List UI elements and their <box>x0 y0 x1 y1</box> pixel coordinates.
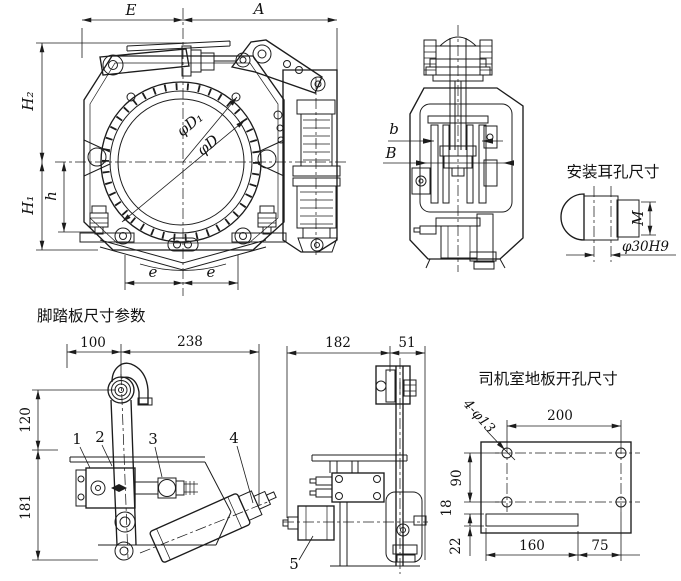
dim-label-22: 22 <box>448 537 464 554</box>
dim-label-H1: H₁ <box>19 195 37 215</box>
floor-plate-title: 司机室地板开孔尺寸 <box>478 370 618 388</box>
part-label-1: 1 <box>72 430 82 448</box>
pedal-side-view: 182 51 5 <box>282 335 428 574</box>
dim-label-b: b <box>389 120 399 138</box>
dim-label-75: 75 <box>591 538 608 554</box>
dim-label-18: 18 <box>439 499 455 516</box>
dim-label-181: 181 <box>18 494 34 520</box>
dim-label-e-left: e <box>149 263 158 281</box>
dim-label-B: B <box>384 144 396 162</box>
ear-detail-title: 安装耳孔尺寸 <box>566 163 659 181</box>
dim-label-51: 51 <box>398 335 415 351</box>
floor-opening-view: 司机室地板开孔尺寸 4-φ13 200 90 18 22 160 75 <box>439 370 640 561</box>
dim-label-A: A <box>252 0 265 18</box>
dim-label-100: 100 <box>80 335 106 351</box>
dim-label-90: 90 <box>449 469 465 486</box>
part-label-3: 3 <box>148 430 158 448</box>
dim-label-160: 160 <box>519 538 545 554</box>
brake-front-view: E A H₂ H₁ h e e φD₁ φD <box>19 0 348 296</box>
dim-label-phiD1: φD₁ <box>173 108 206 140</box>
dim-label-phi30H9: φ30H9 <box>622 239 669 255</box>
dim-label-120: 120 <box>18 407 34 433</box>
dim-label-phiD: φD <box>193 131 222 159</box>
hole-note-label: 4-φ13 <box>459 395 498 436</box>
dim-label-e-right: e <box>207 263 216 281</box>
pedal-section-title: 脚踏板尺寸参数 <box>37 307 146 325</box>
pedal-front-view: 100 238 120 181 1 2 3 4 <box>18 334 277 563</box>
part-label-4: 4 <box>229 429 239 447</box>
dim-label-M: M <box>629 210 647 227</box>
dim-label-200: 200 <box>547 408 573 424</box>
ear-hole-detail: 安装耳孔尺寸 M φ30H9 <box>560 163 676 262</box>
dim-label-h: h <box>42 191 60 201</box>
dim-label-E: E <box>125 1 137 19</box>
dim-label-182: 182 <box>325 335 351 351</box>
part-label-2: 2 <box>95 428 105 446</box>
dim-label-238: 238 <box>177 334 203 350</box>
dim-label-H2: H₂ <box>19 91 37 111</box>
brake-side-view: b B <box>383 25 524 272</box>
part-label-5: 5 <box>289 555 299 573</box>
